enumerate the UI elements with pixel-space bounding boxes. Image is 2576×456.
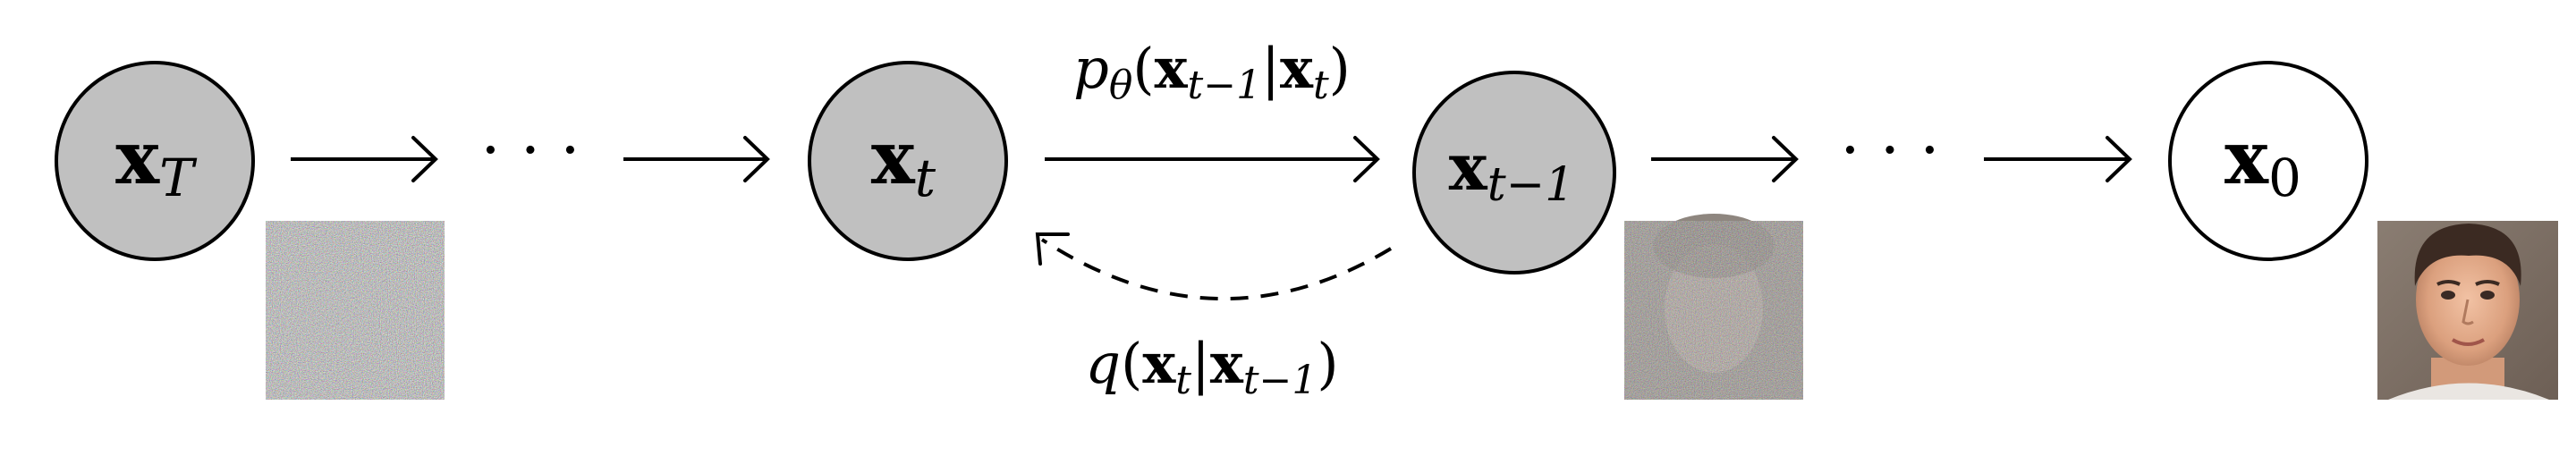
reverse-label-bar: |	[1261, 36, 1280, 101]
arrow-dots-to-xt	[623, 136, 770, 182]
forward-label-q: q	[1085, 331, 1121, 396]
arrow-xt1-to-dots	[1651, 136, 1799, 182]
forward-label-bar: |	[1191, 331, 1210, 396]
forward-label-x2-sub: t−1	[1243, 358, 1318, 403]
noise-image-partial	[1624, 214, 1803, 400]
arrow-dots-to-x0	[1984, 136, 2132, 182]
forward-label-x1: x	[1142, 331, 1176, 396]
reverse-process-label: pθ(xt−1|xt)	[1073, 36, 1351, 108]
reverse-label-p: p	[1073, 36, 1109, 101]
reverse-label-x2: x	[1280, 36, 1314, 101]
node-x-0-symbol: x	[2224, 115, 2269, 201]
forward-label-close: )	[1317, 331, 1338, 396]
node-x-T: xT	[55, 61, 255, 261]
forward-label-open: (	[1121, 331, 1142, 396]
reverse-label-theta: θ	[1109, 63, 1133, 108]
node-x-t-circle	[808, 61, 1008, 261]
node-x-t-minus-1-symbol: x	[1449, 129, 1488, 205]
forward-label-x1-sub: t	[1175, 358, 1191, 403]
node-x-0: x0	[2168, 61, 2368, 261]
node-x-T-symbol: x	[115, 115, 160, 201]
node-x-t-subscript: t	[915, 148, 936, 208]
node-x-T-circle	[55, 61, 255, 261]
reverse-label-close: )	[1329, 36, 1351, 101]
arrow-reverse-process	[1045, 136, 1380, 182]
reverse-label-x2-sub: t	[1313, 63, 1329, 108]
arrow-forward-process	[1035, 232, 1393, 301]
reverse-label-x1-sub: t−1	[1188, 63, 1262, 108]
svg-text:x0: x0	[2224, 115, 2301, 208]
node-x-t-minus-1-subscript: t−1	[1487, 158, 1575, 212]
ellipsis-right: · · ·	[1840, 114, 1939, 187]
forward-label-x2: x	[1210, 331, 1244, 396]
node-x-t-minus-1-circle	[1412, 71, 1616, 274]
svg-text:xt: xt	[871, 115, 936, 208]
node-x-t: xt	[808, 61, 1008, 261]
node-x-t-symbol: x	[871, 115, 916, 201]
arrow-xT-to-dots	[291, 136, 438, 182]
reverse-label-open: (	[1132, 36, 1154, 101]
svg-text:xt−1: xt−1	[1449, 129, 1575, 212]
node-x-0-subscript: 0	[2268, 148, 2301, 208]
reverse-label-x1: x	[1155, 36, 1189, 101]
node-x-0-circle	[2168, 61, 2368, 261]
noise-image-full	[266, 221, 445, 400]
face-image-clean	[2377, 221, 2558, 400]
ellipsis-left: · · ·	[480, 114, 580, 187]
node-x-t-minus-1: xt−1	[1412, 71, 1616, 274]
forward-process-label: q(xt|xt−1)	[1085, 331, 1338, 403]
svg-text:xT: xT	[115, 115, 198, 208]
node-x-T-subscript: T	[159, 148, 198, 208]
